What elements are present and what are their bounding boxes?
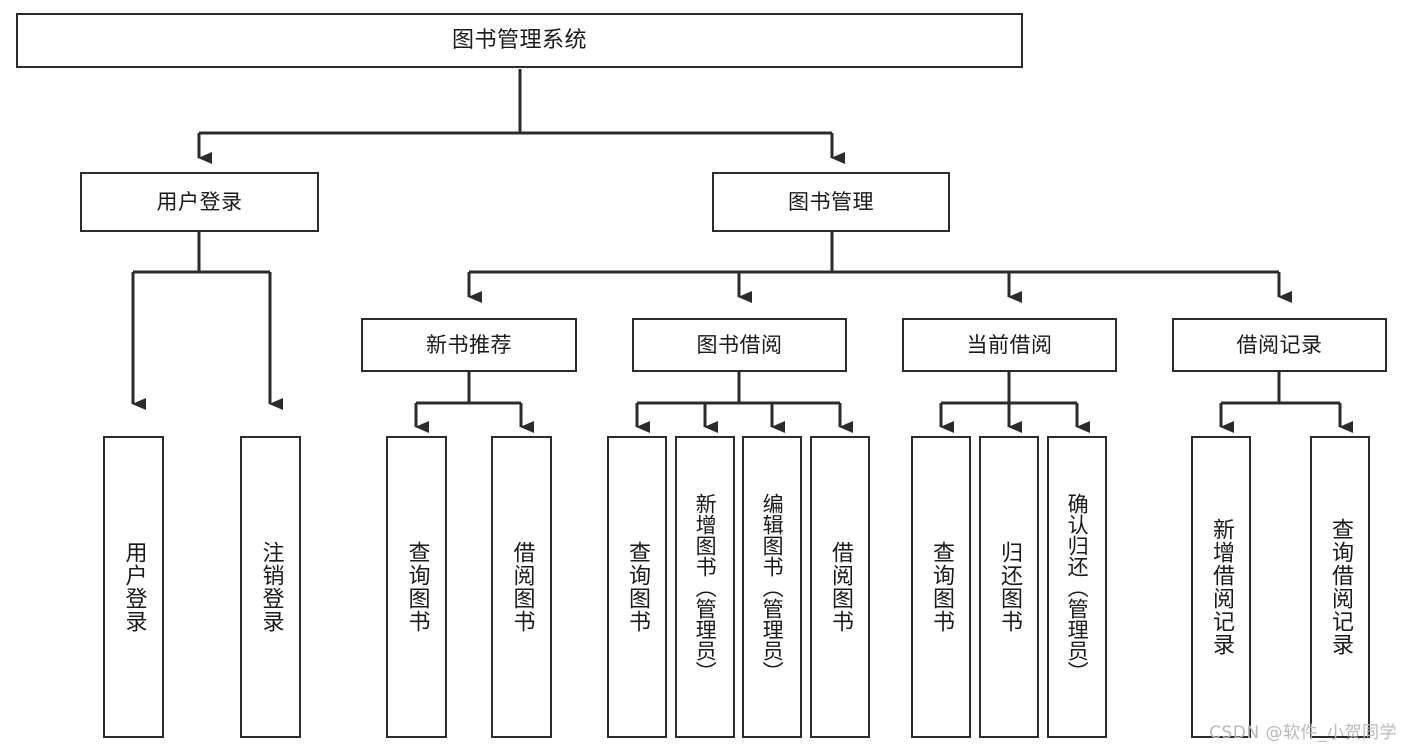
leaf-query-record-label: 查询借阅记录	[1327, 518, 1353, 656]
node-book-manage-label: 图书管理	[788, 189, 874, 214]
leaf-query-book-1-label: 查询图书	[404, 541, 430, 633]
node-new-book-rec[interactable]: 新书推荐	[361, 318, 577, 372]
node-current-borrow-label: 当前借阅	[966, 332, 1053, 357]
csdn-watermark: CSDN @软件_小贺同学	[1209, 723, 1397, 743]
node-user-login[interactable]: 用户登录	[80, 172, 319, 232]
node-root-label: 图书管理系统	[451, 27, 587, 53]
leaf-query-book-2-label: 查询图书	[624, 541, 650, 633]
leaf-return-book[interactable]: 归还图书	[979, 436, 1039, 738]
leaf-edit-book[interactable]: 编辑图书（管理员）	[742, 436, 802, 738]
leaf-query-book-1[interactable]: 查询图书	[386, 436, 447, 738]
node-book-borrow-label: 图书借阅	[696, 332, 783, 357]
node-book-manage[interactable]: 图书管理	[712, 172, 950, 232]
leaf-user-login[interactable]: 用户登录	[103, 436, 164, 738]
leaf-add-record[interactable]: 新增借阅记录	[1191, 436, 1251, 738]
leaf-edit-book-label: 编辑图书（管理员）	[760, 492, 785, 682]
leaf-query-book-3-label: 查询图书	[928, 541, 954, 633]
node-current-borrow[interactable]: 当前借阅	[902, 318, 1117, 372]
leaf-add-record-label: 新增借阅记录	[1208, 518, 1234, 656]
node-new-book-rec-label: 新书推荐	[426, 332, 512, 357]
leaf-borrow-book-2[interactable]: 借阅图书	[810, 436, 870, 738]
leaf-add-book[interactable]: 新增图书（管理员）	[675, 436, 735, 738]
leaf-add-book-label: 新增图书（管理员）	[693, 492, 718, 682]
leaf-return-book-label: 归还图书	[996, 541, 1022, 633]
leaf-confirm-return[interactable]: 确认归还（管理员）	[1047, 436, 1107, 738]
leaf-query-book-3[interactable]: 查询图书	[911, 436, 971, 738]
node-user-login-label: 用户登录	[156, 189, 243, 214]
node-root[interactable]: 图书管理系统	[16, 13, 1023, 68]
leaf-borrow-book-2-label: 借阅图书	[827, 541, 853, 633]
leaf-logout-login-label: 注销登录	[258, 541, 284, 633]
leaf-user-login-label: 用户登录	[121, 541, 147, 633]
node-borrow-record-label: 借阅记录	[1236, 332, 1323, 357]
leaf-confirm-return-label: 确认归还（管理员）	[1065, 492, 1090, 682]
leaf-borrow-book-1-label: 借阅图书	[509, 541, 535, 633]
leaf-borrow-book-1[interactable]: 借阅图书	[491, 436, 552, 738]
leaf-logout-login[interactable]: 注销登录	[240, 436, 301, 738]
node-book-borrow[interactable]: 图书借阅	[632, 318, 847, 372]
node-borrow-record[interactable]: 借阅记录	[1172, 318, 1387, 372]
leaf-query-record[interactable]: 查询借阅记录	[1310, 436, 1370, 738]
leaf-query-book-2[interactable]: 查询图书	[607, 436, 667, 738]
